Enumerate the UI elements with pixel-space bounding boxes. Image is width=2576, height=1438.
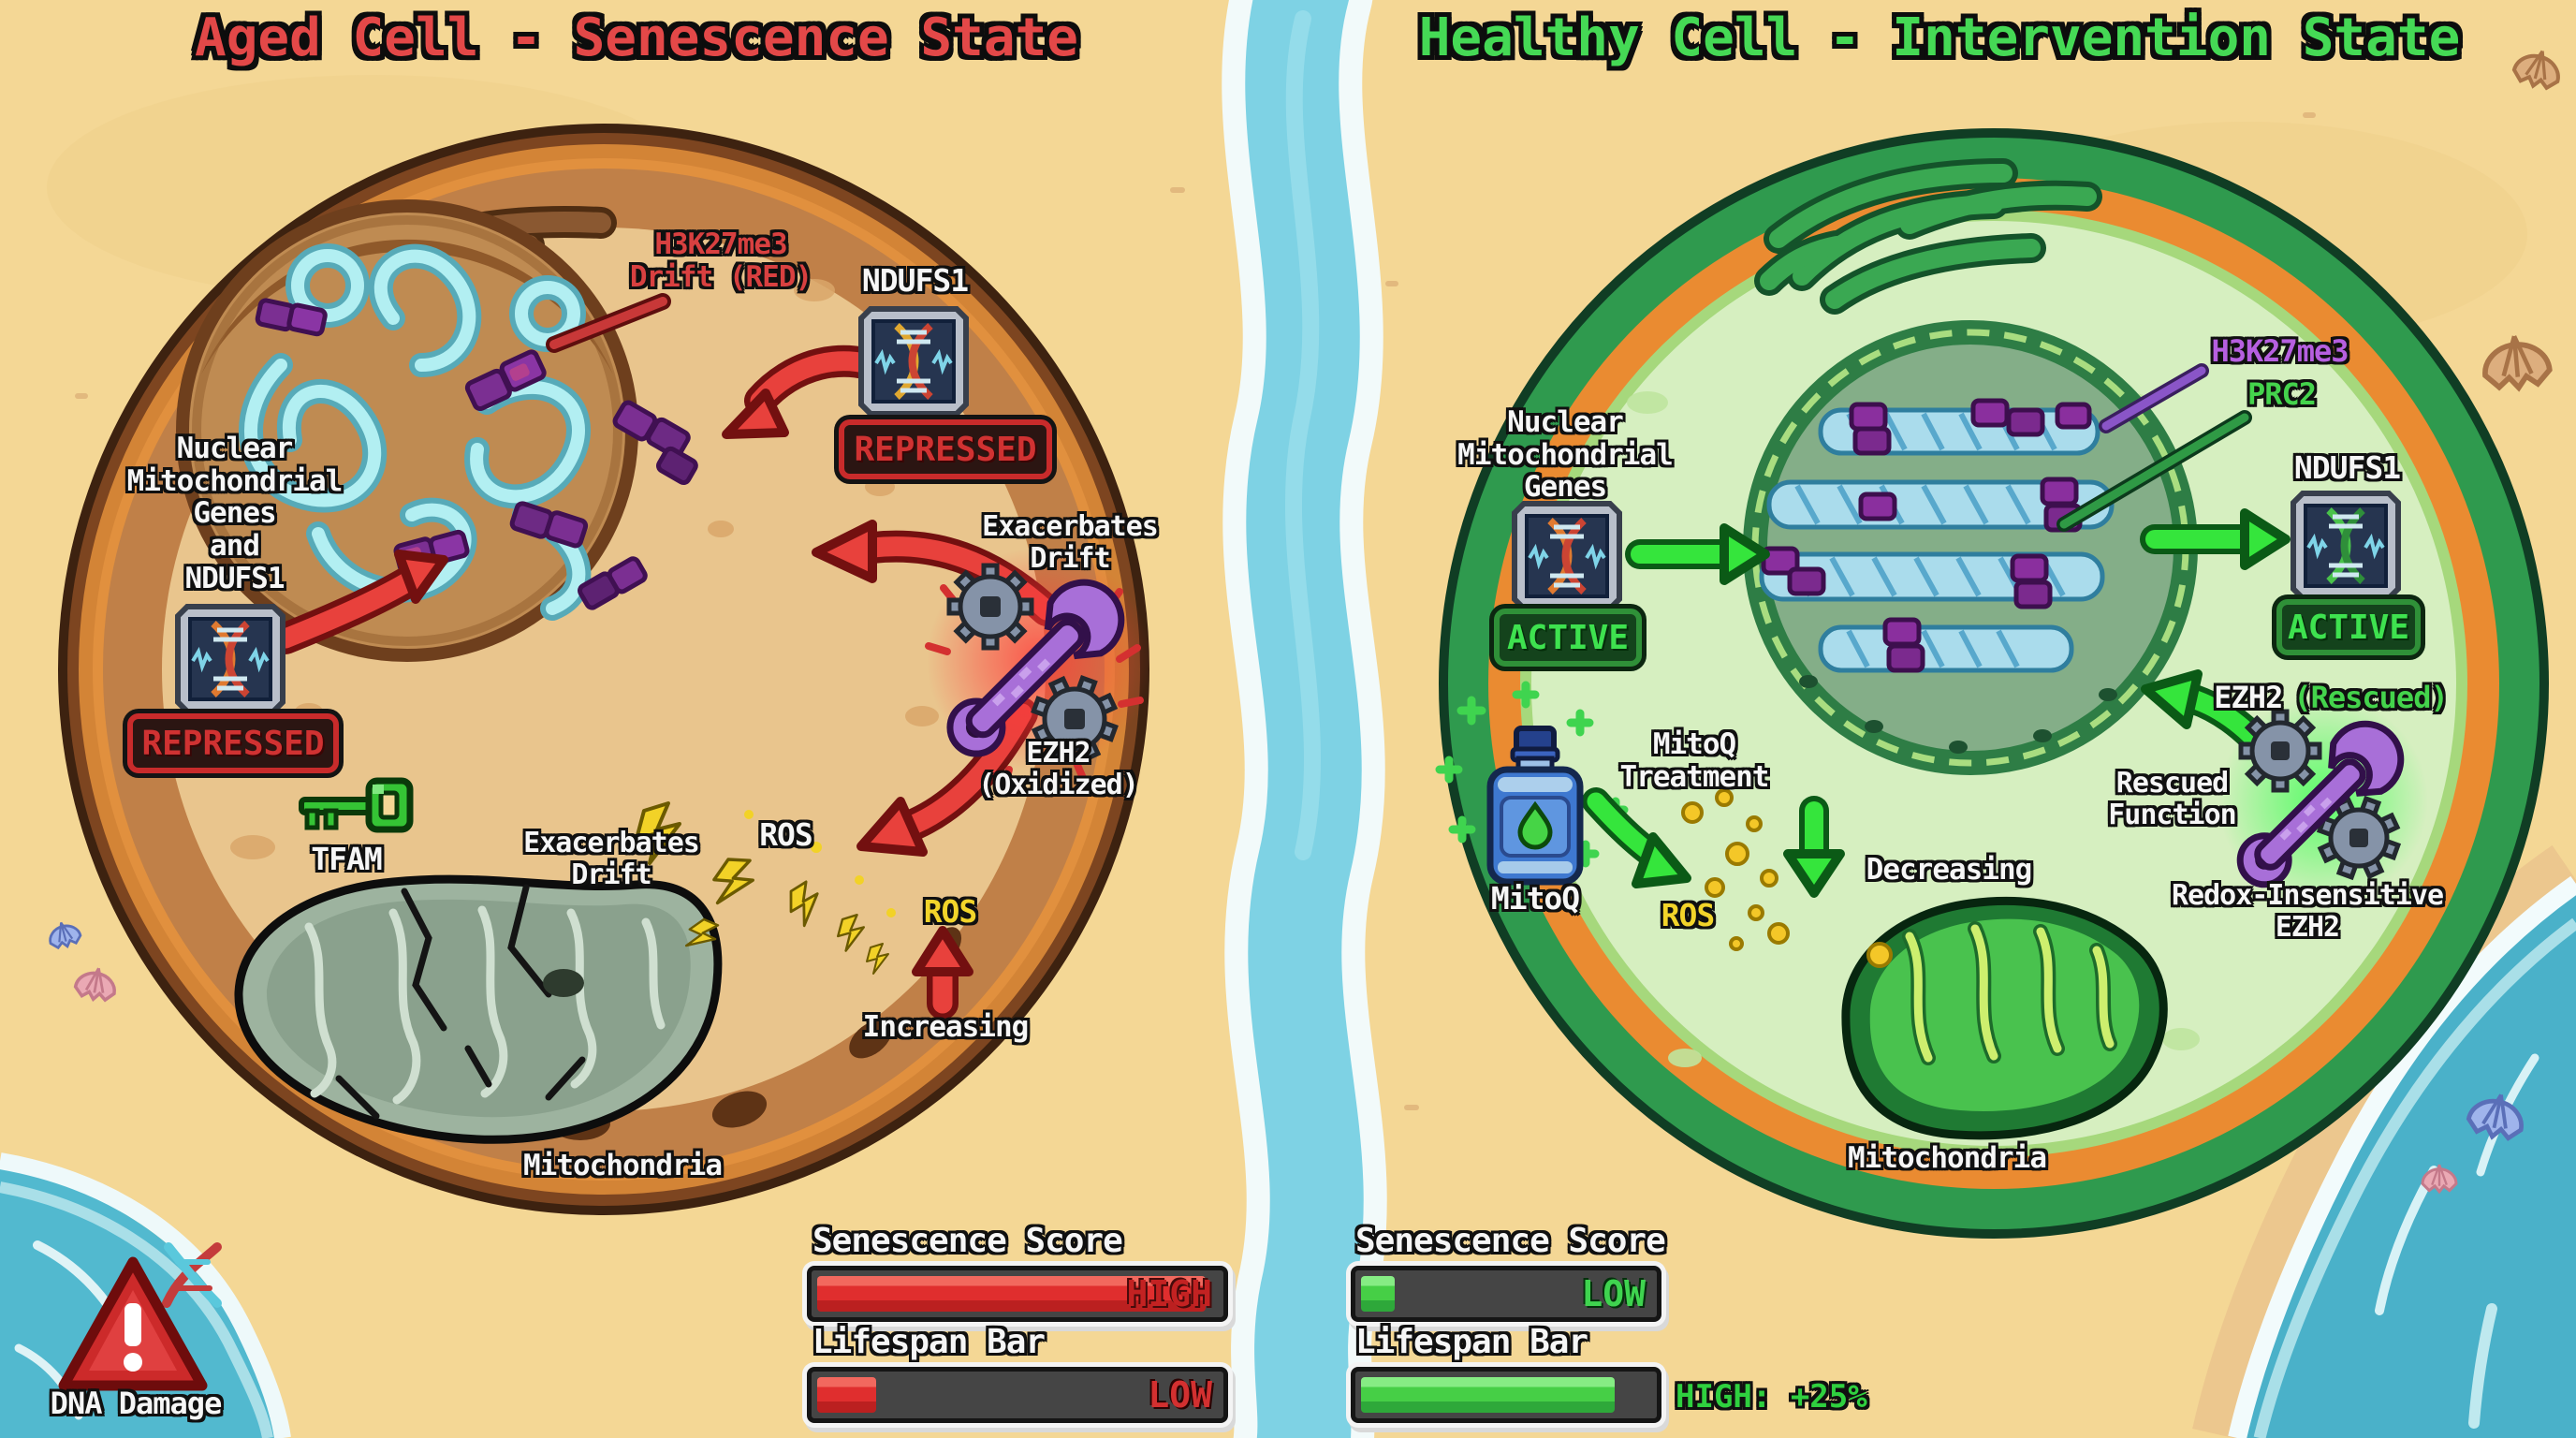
lifespan-value-right: HIGH: +25% <box>1676 1378 1867 1416</box>
ezh2-text: EZH2 <box>2214 680 2283 715</box>
gear <box>1031 675 1119 763</box>
senescence-score-bar-left: HIGH <box>807 1266 1228 1322</box>
mitochondria-label-left: Mitochondria <box>523 1149 723 1182</box>
senescence-score-fill <box>1361 1276 1396 1312</box>
senescence-score-value: HIGH <box>1126 1273 1212 1314</box>
arrow-ros-increasing <box>912 926 973 1020</box>
ros-label-white: ROS <box>759 816 813 853</box>
damaged-mitochondria <box>234 874 723 1144</box>
wrench <box>946 579 1125 757</box>
h3k27me3-pointer-line <box>546 293 671 353</box>
wrench-gears-icon <box>2218 696 2428 905</box>
aged-cell-title: Aged Cell - Senescence State <box>194 7 1078 68</box>
rescued-function-label: Rescued Function <box>2108 767 2237 831</box>
lifespan-bar-right <box>1351 1367 1661 1423</box>
healthy-mitochondria <box>1841 897 2168 1140</box>
arrow-mitoq-to-ros <box>1582 787 1691 888</box>
ros-spark-icon <box>635 801 896 975</box>
h3k27me3-pointer-line <box>2099 363 2209 433</box>
lifespan-value: LOW <box>1148 1374 1212 1416</box>
aged-cell <box>58 124 1149 1215</box>
repressed-badge-top: REPRESSED <box>839 419 1052 479</box>
arrow-repression-left <box>270 550 448 654</box>
tfam-label: TFAM <box>311 841 382 877</box>
active-badge-genes: ACTIVE <box>1494 609 1642 667</box>
senescence-score-value: LOW <box>1581 1273 1646 1314</box>
ocean-bottom-right <box>2192 844 2576 1438</box>
cristae <box>304 905 666 1105</box>
redox-insensitive-ezh2-label: Redox-Insensitive EZH2 <box>2171 879 2444 944</box>
h3k27me3-drift-label: H3K27me3 Drift (RED) <box>629 227 812 294</box>
lifespan-bar-label-right: Lifespan Bar <box>1355 1323 1588 1361</box>
ndufs1-label-top: NDUFS1 <box>861 262 969 299</box>
gear <box>2238 709 2322 793</box>
wrench-gears-icon <box>925 548 1151 794</box>
broken-dna-fragment <box>162 1242 222 1308</box>
healthy-cell-title: Healthy Cell - Intervention State <box>1418 7 2461 68</box>
senescence-score-bar-right: LOW <box>1351 1266 1661 1322</box>
dna-icon <box>1512 501 1622 611</box>
rescued-text: (Rescued) <box>2293 680 2448 715</box>
river-divider <box>1222 0 1387 1438</box>
dna-icon <box>2291 491 2401 601</box>
decreasing-label: Decreasing <box>1866 853 2033 887</box>
increasing-label: Increasing <box>862 1010 1030 1044</box>
ros-particles <box>1681 788 1893 968</box>
ros-label-right: ROS <box>1661 897 1716 933</box>
active-badge-ndufs1: ACTIVE <box>2276 599 2421 655</box>
ros-label-yellow: ROS <box>923 893 978 930</box>
healthy-nucleus <box>1743 320 2198 775</box>
nuclear-pores <box>1799 675 2117 754</box>
h3k27me3-label-right: H3K27me3 <box>2211 333 2349 369</box>
mitoq-treatment-label: MitoQ Treatment <box>1619 727 1770 794</box>
arrow-ros-decreasing <box>1783 796 1845 898</box>
prc2-pointer-line <box>2056 410 2252 532</box>
lifespan-fill <box>1361 1377 1616 1413</box>
mitoq-label: MitoQ <box>1490 880 1580 917</box>
senescence-score-fill <box>817 1276 1206 1312</box>
nuclear-mitochondrial-genes-label-right: Nuclear Mitochondrial Genes <box>1457 405 1674 505</box>
lifespan-bar-label-left: Lifespan Bar <box>812 1323 1046 1361</box>
lifespan-fill <box>817 1377 876 1413</box>
arrow-genes-to-nucleus <box>1625 523 1770 585</box>
mitochondria-cracks <box>335 884 586 1120</box>
ezh2-rescued-label: EZH2 (Rescued) <box>2195 680 2466 715</box>
senescence-score-label-left: Senescence Score <box>812 1222 1123 1260</box>
lifespan-bar-left: LOW <box>807 1367 1228 1423</box>
dna-icon <box>175 604 285 714</box>
disorganized-chromatin <box>239 243 592 621</box>
dna-damage-label: DNA Damage <box>50 1386 223 1421</box>
mitochondria-label-right: Mitochondria <box>1848 1141 2047 1175</box>
gear <box>946 563 1034 651</box>
shell-icon <box>49 50 2560 1195</box>
aged-nucleus <box>176 199 698 662</box>
cytoplasm-texture <box>230 279 939 859</box>
nuclear-mitochondrial-genes-label: Nuclear Mitochondrial Genes and NDUFS1 <box>126 432 344 595</box>
healthy-cell <box>1435 128 2549 1239</box>
warning-triangle-icon <box>58 1242 222 1391</box>
mitoq-bottle-icon <box>1486 726 1584 886</box>
dna-icon <box>858 306 969 417</box>
gear <box>2316 795 2402 881</box>
key-icon <box>299 777 414 833</box>
exacerbates-drift-bottom-label: Exacerbates Drift <box>523 827 700 891</box>
endoplasmic-reticulum <box>1754 158 2102 315</box>
exacerbates-drift-top-label: Exacerbates Drift <box>982 510 1159 575</box>
senescence-score-label-right: Senescence Score <box>1355 1222 1666 1260</box>
arrow-nucleus-to-ndufs1 <box>2140 508 2291 570</box>
cristae <box>1902 921 2117 1065</box>
prc2-label: PRC2 <box>2247 376 2317 412</box>
ndufs1-label-right: NDUFS1 <box>2293 449 2401 486</box>
ezh2-oxidized-label: EZH2 (Oxidized) <box>978 737 1139 801</box>
wrench <box>2236 720 2405 888</box>
repressed-badge-left: REPRESSED <box>127 713 339 773</box>
